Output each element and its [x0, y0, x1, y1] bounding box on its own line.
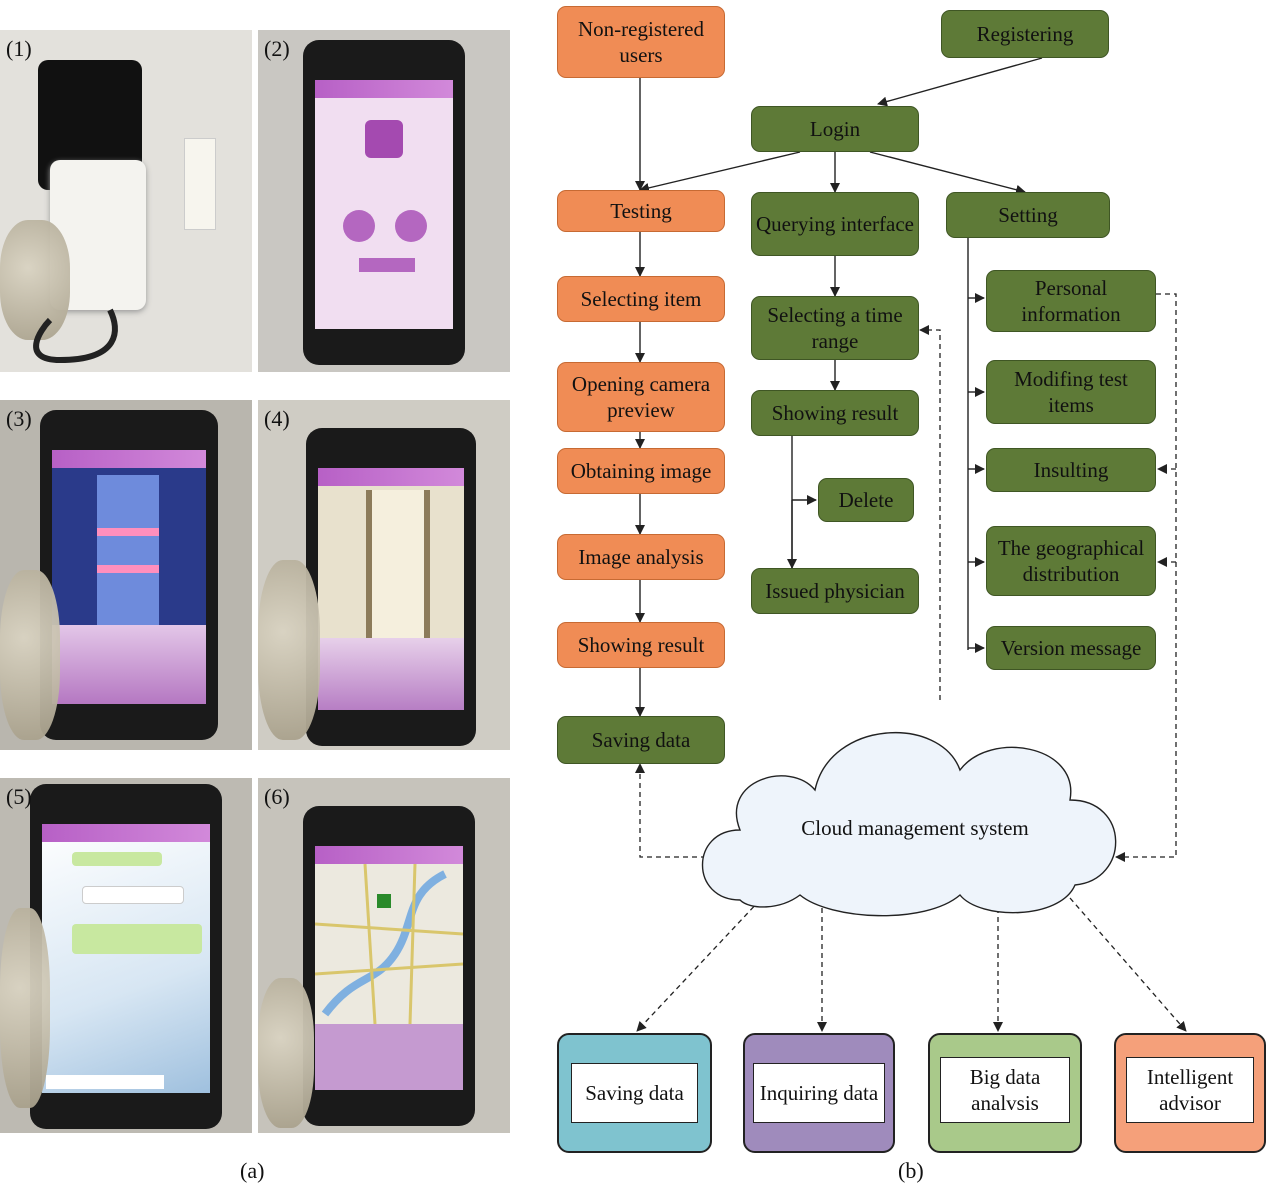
arrow-login-testing [639, 151, 801, 193]
node-selecting-time-range: Selecting a time range [751, 296, 919, 360]
photo-5-chat-screen: (5) [0, 778, 252, 1133]
node-geographical-distribution: The geographical distribution [986, 526, 1156, 596]
node-registering: Registering [941, 10, 1109, 58]
node-modifing-test-items: Modifing test items [986, 360, 1156, 424]
arrow-showing-delete [791, 436, 816, 568]
phone [30, 784, 222, 1129]
phone-screen [318, 468, 464, 710]
panel-b-label: (b) [898, 1158, 924, 1183]
dashed-cloud-timerange [919, 325, 941, 700]
map-view [315, 864, 463, 1024]
node-showing-result-query: Showing result [751, 390, 919, 436]
arrow-login-setting [869, 151, 1026, 195]
photo-4-strip-white: (4) [258, 400, 510, 750]
node-obtaining-image: Obtaining image [557, 448, 725, 494]
photo-3-strip-fluorescence: (3) [0, 400, 252, 750]
photo-6-map-screen: (6) [258, 778, 510, 1133]
node-testing: Testing [557, 190, 725, 232]
stethoscope-icon [365, 120, 403, 158]
photo-number: (5) [6, 784, 32, 809]
phone-screen [52, 450, 206, 704]
node-opening-camera-preview: Opening camera preview [557, 362, 725, 432]
usb-cable [33, 308, 118, 364]
photo-number: (4) [264, 406, 290, 431]
test-strip [184, 138, 216, 230]
node-non-registered-users: Non-registered users [557, 6, 725, 78]
cloud-shape [701, 731, 1117, 917]
glove [0, 220, 70, 340]
photo-1-device: (1) [0, 30, 252, 372]
glove [0, 908, 50, 1108]
service-intelligent-advisor: Intelligent advisor [1114, 1033, 1266, 1153]
node-setting: Setting [946, 192, 1110, 238]
dashed-personal-right [1115, 293, 1177, 862]
service-saving-data: Saving data [557, 1033, 712, 1153]
service-label: Saving data [571, 1063, 698, 1123]
arrow-registering-login [877, 57, 1043, 107]
node-querying-interface: Querying interface [751, 192, 919, 256]
service-label: Inquiring data [753, 1063, 885, 1123]
node-selecting-item: Selecting item [557, 276, 725, 322]
node-version-message: Version message [986, 626, 1156, 670]
node-image-analysis: Image analysis [557, 534, 725, 580]
node-delete: Delete [818, 478, 914, 522]
node-personal-information: Personal information [986, 270, 1156, 332]
node-insulting: Insulting [986, 448, 1156, 492]
service-label: Big data analvsis [940, 1057, 1070, 1123]
glove [0, 570, 60, 740]
node-login: Login [751, 106, 919, 152]
service-label: Intelligent advisor [1126, 1057, 1254, 1123]
phone-screen [315, 80, 453, 329]
node-saving-data: Saving data [557, 716, 725, 764]
phone [40, 410, 218, 740]
photo-number: (6) [264, 784, 290, 809]
photo-number: (1) [6, 36, 32, 61]
photo-2-login-screen: (2) [258, 30, 510, 372]
dashed-cloud-service4 [1069, 897, 1187, 1032]
panel-a-label: (a) [240, 1158, 265, 1183]
phone [303, 40, 465, 365]
phone-screen [42, 824, 210, 1093]
node-issued-physician: Issued physician [751, 568, 919, 614]
dashed-cloud-saving [635, 763, 706, 858]
service-inquiring-data: Inquiring data [743, 1033, 895, 1153]
phone-screen [315, 846, 463, 1090]
dashed-cloud-service1 [636, 899, 761, 1032]
service-big-data-analysis: Big data analvsis [928, 1033, 1082, 1153]
glove [258, 978, 314, 1128]
photo-number: (3) [6, 406, 32, 431]
photo-number: (2) [264, 36, 290, 61]
phone [303, 806, 475, 1126]
glove [258, 560, 320, 740]
node-showing-result-test: Showing result [557, 622, 725, 668]
cloud-management-system: Cloud management system [801, 816, 1029, 840]
phone [306, 428, 476, 746]
